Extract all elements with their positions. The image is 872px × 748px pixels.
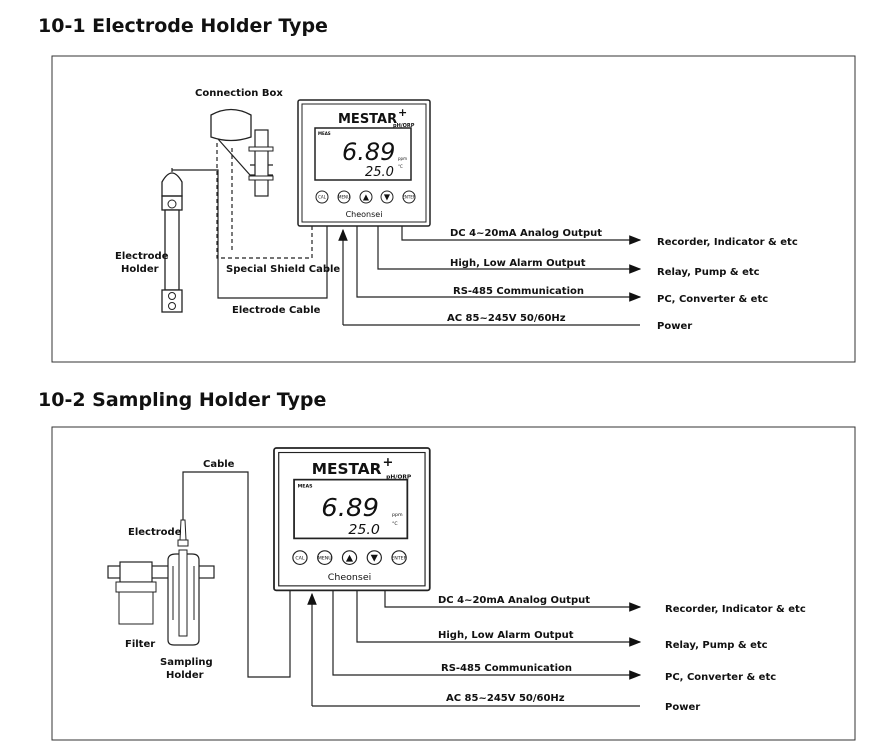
label: RS-485 Communication: [441, 663, 572, 674]
label: RS-485 Communication: [453, 286, 584, 297]
label: ENTER: [402, 195, 415, 200]
label: Connection Box: [195, 88, 283, 99]
label: Relay, Pump & etc: [665, 640, 768, 651]
section-title: 10-1 Electrode Holder Type: [38, 15, 328, 37]
label: AC 85~245V 50/60Hz: [446, 693, 565, 704]
label: DC 4~20mA Analog Output: [450, 228, 602, 239]
label: MEAS: [318, 131, 331, 136]
label: Power: [657, 321, 692, 332]
label: 6.89: [321, 492, 379, 521]
label: Sampling: [160, 657, 213, 668]
label: DC 4~20mA Analog Output: [438, 595, 590, 606]
label: Cheonsei: [328, 572, 371, 583]
label: AC 85~245V 50/60Hz: [447, 313, 566, 324]
label: MENU: [338, 195, 350, 200]
electrode-holder: [161, 172, 183, 313]
label: pH/ORP: [386, 475, 411, 481]
label: Holder: [121, 264, 159, 275]
label: +: [398, 106, 407, 119]
label: Power: [665, 702, 700, 713]
label: MEAS: [298, 484, 313, 490]
label: pH/ORP: [393, 123, 415, 129]
device-panel: MESTAR + pH/ORP MEAS 6.89 ppm 25.0 °C CA…: [297, 99, 431, 227]
label: °C: [398, 164, 403, 169]
label: Electrode: [115, 251, 169, 262]
label: 25.0: [348, 522, 380, 538]
label: Relay, Pump & etc: [657, 267, 760, 278]
section-title: 10-2 Sampling Holder Type: [38, 389, 326, 411]
label: +: [383, 454, 394, 469]
label: ▲: [346, 553, 354, 564]
label: 6.89: [342, 138, 395, 166]
label: ppm: [398, 156, 407, 161]
label: ppm: [392, 513, 403, 518]
label: °C: [392, 521, 398, 527]
label: High, Low Alarm Output: [450, 258, 586, 269]
label: High, Low Alarm Output: [438, 630, 574, 641]
section-frame: [51, 426, 856, 741]
label: Recorder, Indicator & etc: [657, 237, 798, 248]
label: Recorder, Indicator & etc: [665, 604, 806, 615]
label: 25.0: [365, 165, 394, 180]
label: PC, Converter & etc: [657, 294, 768, 305]
label: MESTAR: [338, 112, 397, 127]
label: ENTER: [391, 555, 407, 561]
section-frame: [51, 55, 856, 363]
label: Electrode: [128, 527, 182, 538]
label: Special Shield Cable: [226, 264, 340, 275]
label: ▼: [371, 553, 379, 564]
label: PC, Converter & etc: [665, 672, 776, 683]
label: MESTAR: [312, 460, 382, 478]
label: Holder: [166, 670, 204, 681]
connection-box: [210, 108, 274, 197]
label: Filter: [125, 639, 155, 650]
label: Cheonsei: [346, 210, 383, 219]
sampling-holder: [107, 519, 215, 646]
label: Electrode Cable: [232, 305, 321, 316]
label: CAL: [295, 555, 305, 561]
label: ▲: [363, 193, 370, 202]
label: ▼: [384, 193, 391, 202]
label: MENU: [318, 555, 332, 561]
device-panel: MESTAR + pH/ORP MEAS 6.89 ppm 25.0 °C CA…: [273, 447, 431, 592]
label: CAL: [318, 195, 327, 200]
label: Cable: [203, 459, 235, 470]
